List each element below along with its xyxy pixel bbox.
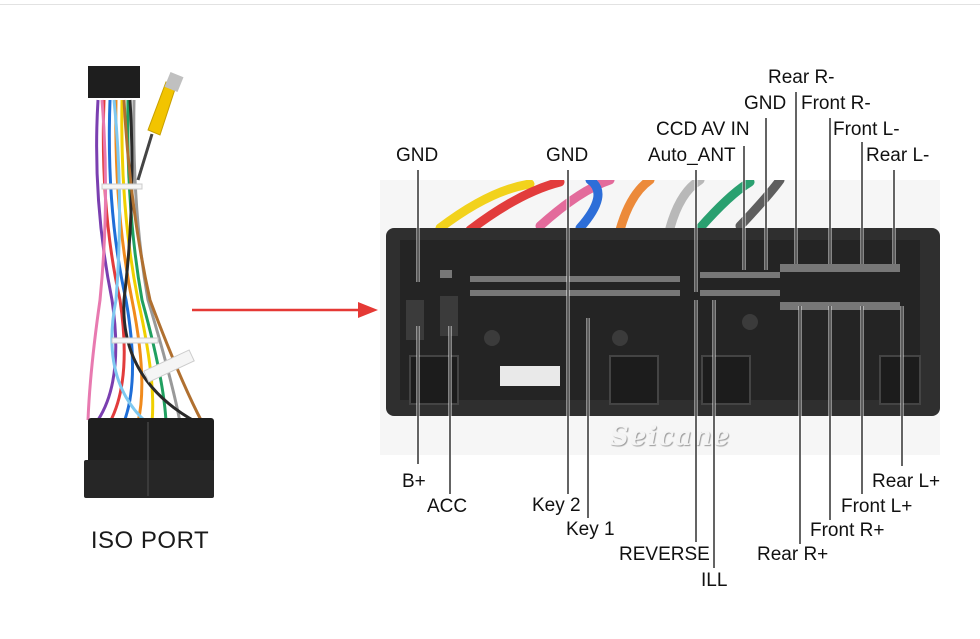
- pin-label-b-plus: B+: [402, 471, 426, 492]
- pin-label-rear-r-plus: Rear R+: [757, 544, 829, 565]
- iso-harness-image: [84, 66, 214, 498]
- pin-label-key-1: Key 1: [566, 519, 615, 540]
- pin-label-ill: ILL: [701, 570, 728, 591]
- iso-port-label: ISO PORT: [90, 527, 210, 554]
- pin-label-rear-l-plus: Rear L+: [872, 471, 941, 492]
- pin-label-auto-ant: Auto_ANT: [648, 145, 736, 166]
- pin-label-front-l-plus: Front L+: [841, 496, 913, 517]
- pin-label-acc: ACC: [427, 496, 468, 517]
- pin-label-gnd-2: GND: [546, 145, 589, 166]
- pin-label-rear-r-minus: Rear R-: [768, 67, 835, 88]
- pin-label-front-r-minus: Front R-: [801, 93, 871, 114]
- pin-label-ccd-av-in: CCD AV IN: [656, 119, 750, 140]
- pin-label-front-l-minus: Front L-: [833, 119, 900, 140]
- seicane-watermark: Seicane: [610, 422, 731, 452]
- pin-label-front-r-plus: Front R+: [810, 520, 885, 541]
- pin-label-gnd-3: GND: [744, 93, 787, 114]
- pin-label-rear-l-minus: Rear L-: [866, 145, 930, 166]
- pin-label-key-2: Key 2: [532, 495, 581, 516]
- pin-label-reverse: REVERSE: [619, 544, 710, 565]
- pointer-arrow: [192, 302, 378, 318]
- pin-label-gnd-1: GND: [396, 145, 439, 166]
- top-divider: [0, 4, 980, 5]
- connector-photo: [380, 180, 940, 455]
